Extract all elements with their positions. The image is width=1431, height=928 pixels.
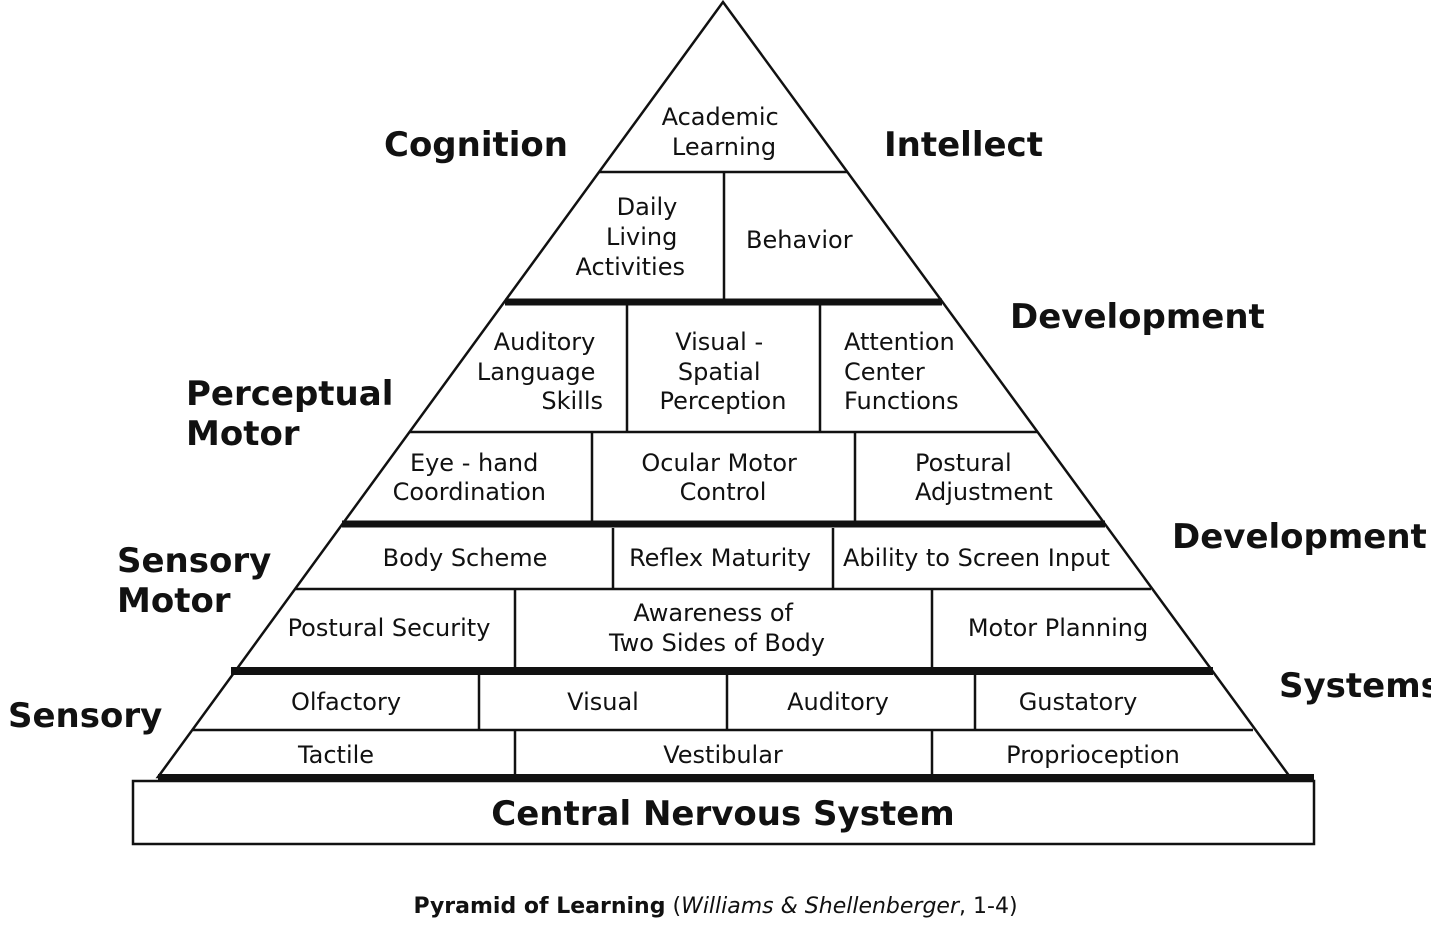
caption-authors: Williams & Shellenberger [681,894,960,919]
label-sensory: Sensory [8,696,162,736]
cell-postural-adjustment: Postural Adjustment [915,449,1053,506]
cell-vestibular: Vestibular [663,741,783,769]
base-label: Central Nervous System [491,794,954,834]
cell-academic-learning: Academic Learning [662,103,787,161]
label-systems: Systems [1279,666,1431,706]
cell-behavior: Behavior [746,226,853,254]
cell-auditory: Auditory [787,688,889,716]
cell-attention-center-functions: Attention Center Functions [844,328,962,415]
figure-caption: Pyramid of Learning (Williams & Shellenb… [0,894,1431,919]
cell-body-scheme: Body Scheme [383,544,548,572]
cell-ability-to-screen-input: Ability to Screen Input [843,544,1110,572]
caption-open-paren: ( [665,894,682,919]
base-box [131,779,1316,846]
cell-postural-security: Postural Security [288,614,491,642]
cell-tactile: Tactile [297,741,374,769]
cell-reflex-maturity: Reflex Maturity [629,544,811,572]
label-intellect: Intellect [884,125,1043,165]
label-cognition: Cognition [384,125,568,165]
cell-ocular-motor-control: Ocular Motor Control [641,449,804,506]
cell-proprioception: Proprioception [1006,741,1180,769]
cell-dividers [477,172,977,774]
cell-daily-living-activities: Daily Living Activities [576,193,686,281]
label-development-lower: Development [1172,517,1427,557]
row-lines [158,170,1314,782]
cell-eye-hand-coordination: Eye - hand Coordination [393,449,546,506]
caption-rest: , 1-4) [959,894,1018,919]
cell-olfactory: Olfactory [291,688,401,716]
cell-visual: Visual [567,688,639,716]
label-development-upper: Development [1010,297,1265,337]
cell-auditory-language-skills: Auditory Language Skills [477,328,603,415]
cell-gustatory: Gustatory [1019,688,1138,716]
cell-motor-planning: Motor Planning [968,614,1148,642]
label-sensory-motor: Sensory Motor [117,541,283,621]
label-perceptual-motor: Perceptual Motor [186,374,405,454]
cell-awareness-two-sides: Awareness of Two Sides of Body [608,599,825,657]
cell-visual-spatial-perception: Visual - Spatial Perception [660,328,787,415]
caption-title: Pyramid of Learning [413,894,666,919]
